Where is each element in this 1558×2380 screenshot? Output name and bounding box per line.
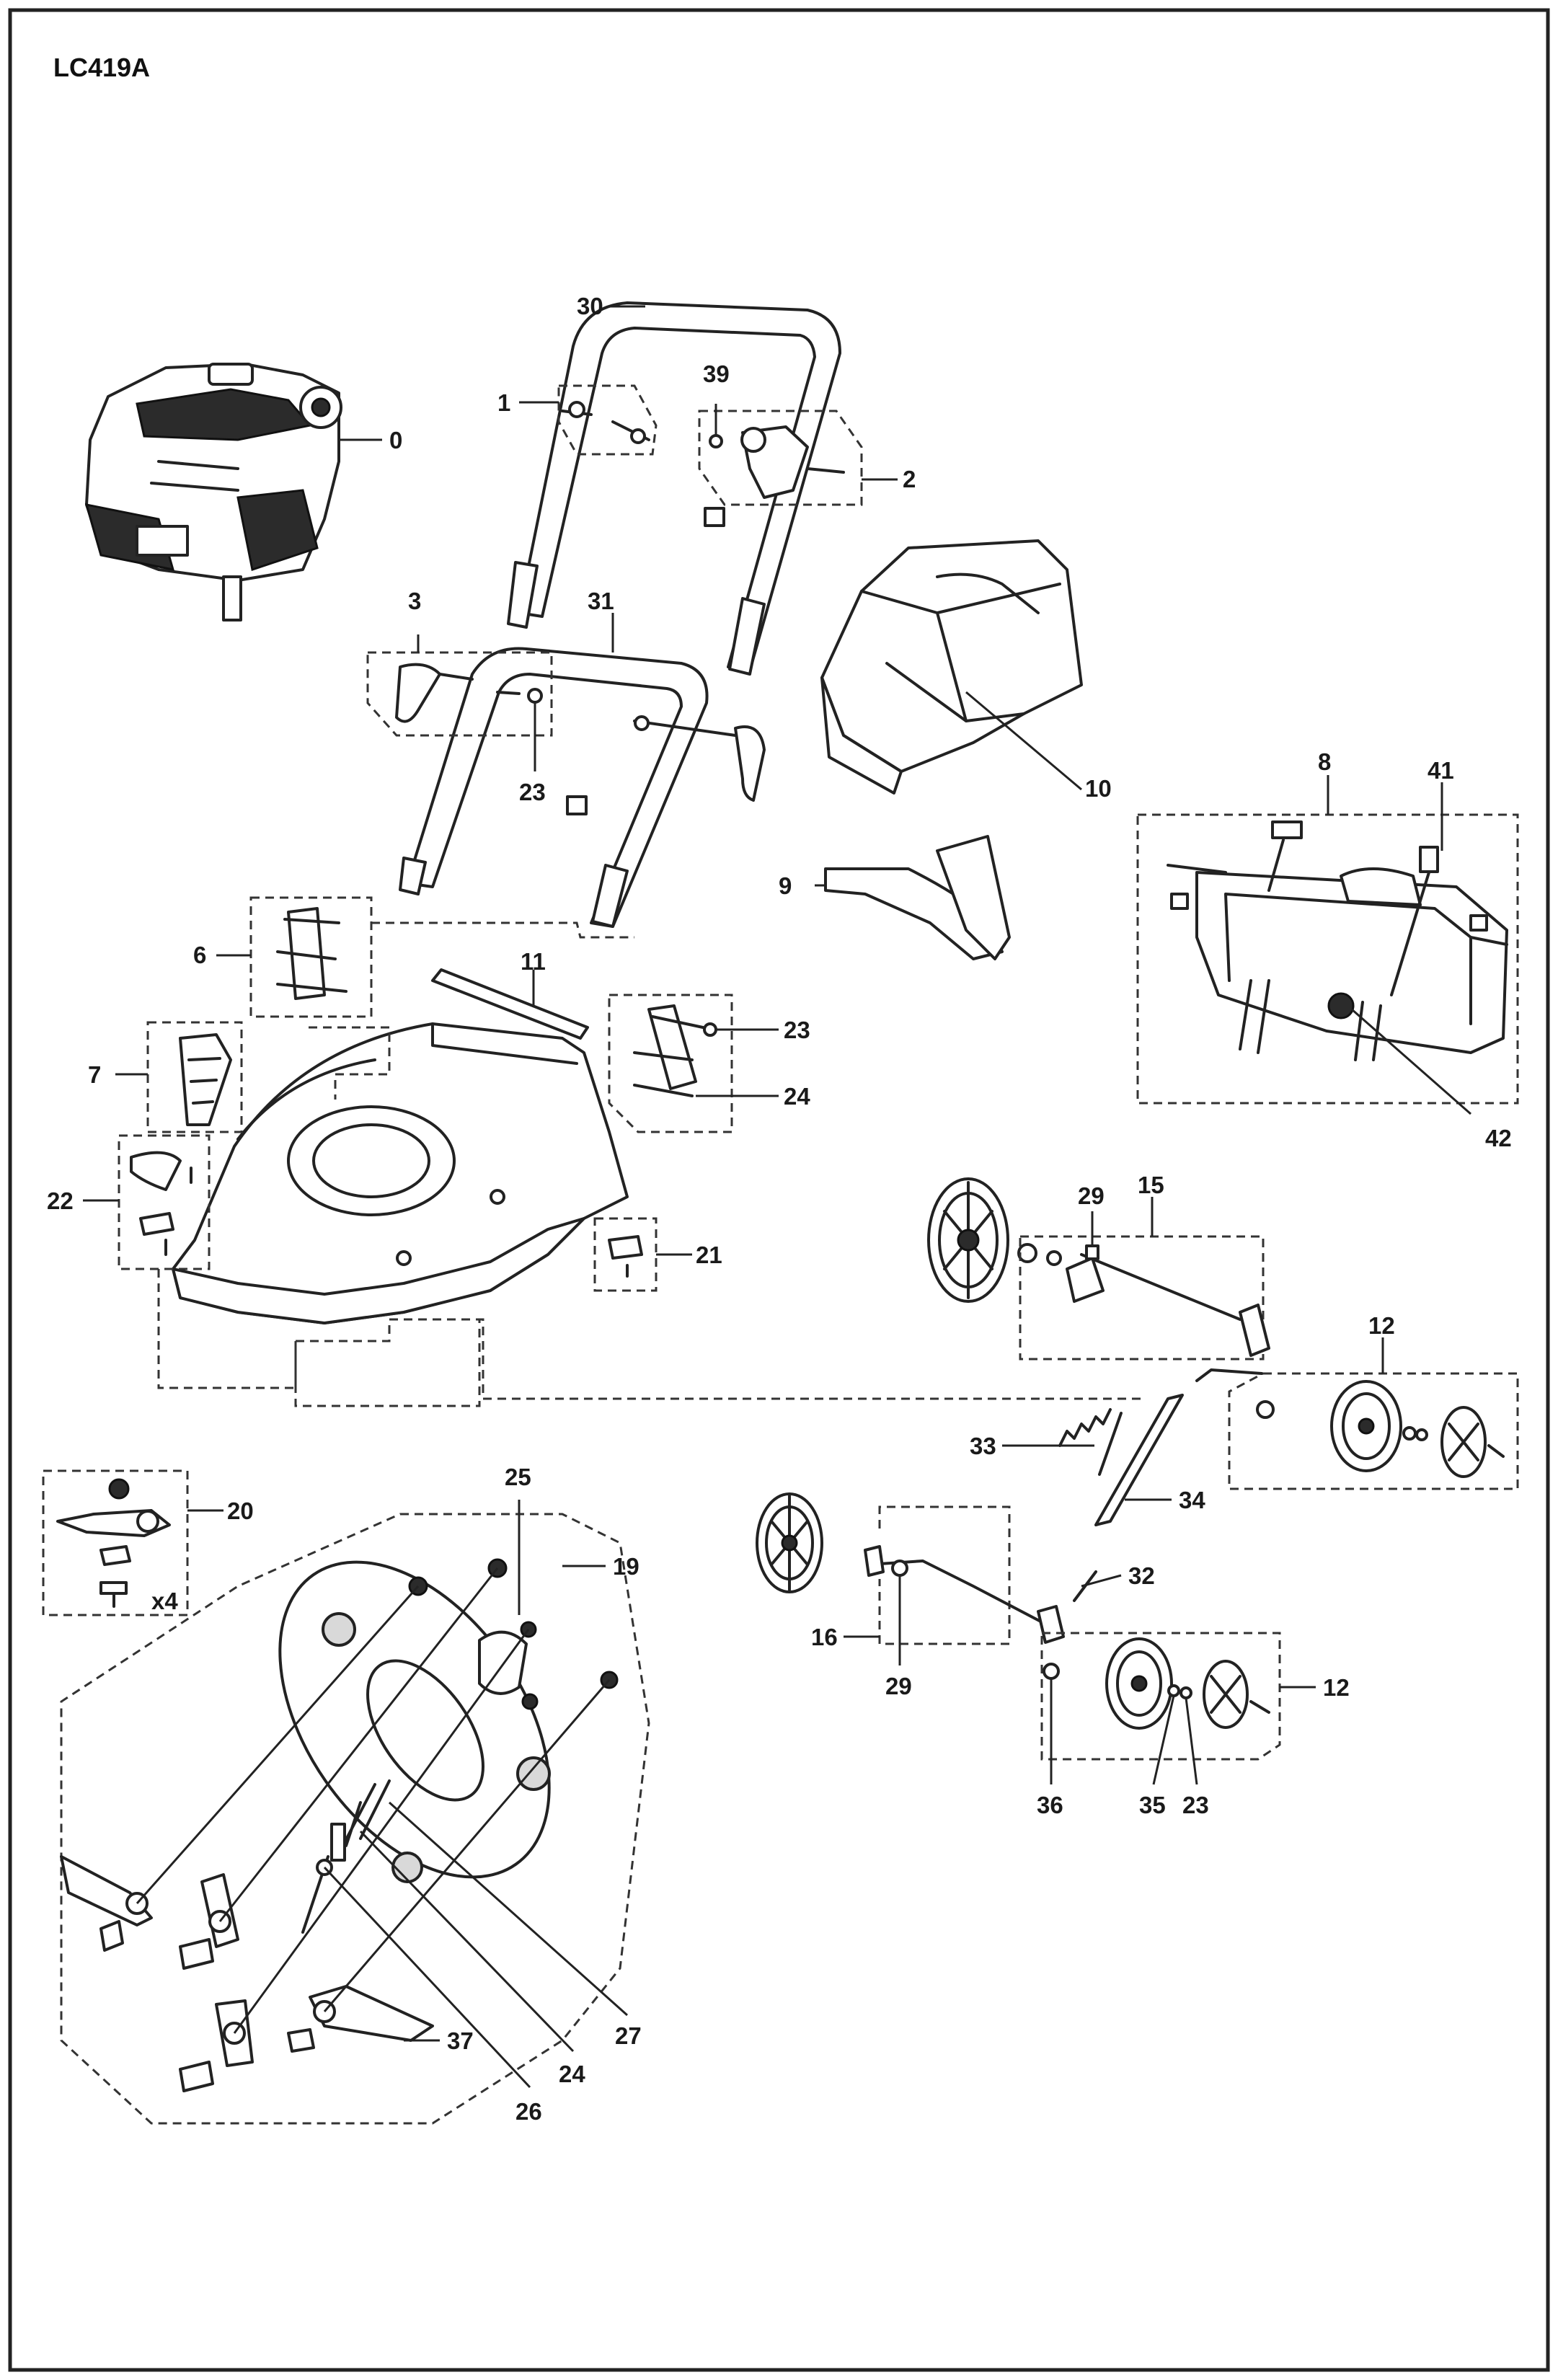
callout-3: 3: [408, 588, 421, 614]
callout-20: 20: [227, 1498, 254, 1524]
callout-23-handle: 23: [519, 779, 546, 805]
blade-icon: [56, 1478, 171, 1608]
wheel-icon: [927, 1177, 1009, 1303]
callout-25: 25: [505, 1464, 531, 1490]
diagram-frame: [8, 8, 1550, 2372]
group-box-22: [118, 1134, 211, 1270]
group-box-21: [593, 1217, 658, 1292]
callout-21: 21: [696, 1242, 722, 1268]
handle-icon: [507, 301, 841, 676]
callout-36: 36: [1037, 1792, 1063, 1818]
callout-19: 19: [613, 1553, 639, 1580]
group-box-8: [1136, 813, 1519, 1105]
wheel-icon: [1105, 1637, 1249, 1730]
callout-24-disc: 24: [559, 2061, 585, 2087]
wheel-icon: [1330, 1380, 1487, 1478]
group-box-7: [146, 1021, 243, 1133]
deck-icon: [172, 1022, 629, 1324]
group-box-23-24: [608, 994, 733, 1133]
callout-37: 37: [447, 2027, 474, 2054]
callout-7: 7: [88, 1061, 101, 1088]
group-box-15: [1019, 1235, 1265, 1361]
callout-39: 39: [703, 360, 730, 387]
callout-34: 34: [1179, 1487, 1205, 1513]
callout-15: 15: [1138, 1172, 1164, 1198]
callout-33: 33: [970, 1433, 996, 1459]
callout-12-upper: 12: [1368, 1312, 1395, 1339]
callout-29-front: 29: [885, 1673, 912, 1699]
callout-12-lower: 12: [1323, 1674, 1350, 1701]
wheel-icon: [756, 1492, 823, 1593]
model-title: LC419A: [53, 53, 150, 82]
callout-24-bracket: 24: [784, 1083, 810, 1110]
rear-flap: [1167, 820, 1508, 1061]
callout-16: 16: [811, 1624, 838, 1650]
group-box-6: [249, 896, 373, 1018]
callout-0: 0: [389, 427, 402, 454]
callout-23-wheel: 23: [1182, 1792, 1209, 1818]
quantity-note: x4: [151, 1588, 178, 1614]
callout-10: 10: [1085, 775, 1112, 802]
group-box-2: [698, 410, 863, 506]
callout-42: 42: [1485, 1125, 1512, 1151]
blade-disc: [278, 1558, 619, 1883]
callout-29-rear: 29: [1078, 1182, 1105, 1209]
callout-32: 32: [1128, 1562, 1155, 1589]
callout-30: 30: [577, 293, 603, 319]
group-box-20: [42, 1469, 189, 1616]
callout-9: 9: [779, 872, 792, 899]
engine-icon: [84, 363, 342, 621]
callout-41: 41: [1428, 757, 1454, 784]
callout-31: 31: [588, 588, 614, 614]
callout-23-bracket: 23: [784, 1017, 810, 1043]
callout-1: 1: [497, 389, 510, 416]
callout-35: 35: [1139, 1792, 1166, 1818]
callout-27: 27: [615, 2022, 642, 2049]
callout-2: 2: [903, 466, 916, 492]
callout-11: 11: [521, 948, 546, 975]
group-box-16: [878, 1505, 1011, 1645]
rear-bar: [431, 968, 589, 1040]
callout-8: 8: [1318, 748, 1331, 775]
lower-handle: [399, 647, 709, 928]
callout-22: 22: [47, 1187, 74, 1214]
callout-6: 6: [193, 942, 206, 968]
grass-catcher-icon: [820, 539, 1083, 795]
group-box-12-lower: [1040, 1632, 1281, 1761]
group-box-1: [557, 384, 658, 456]
discharge-flap: [824, 835, 1011, 960]
deck-outline: [157, 1269, 1146, 1400]
callout-26: 26: [515, 2098, 542, 2125]
group-box-19: [60, 1513, 650, 2125]
